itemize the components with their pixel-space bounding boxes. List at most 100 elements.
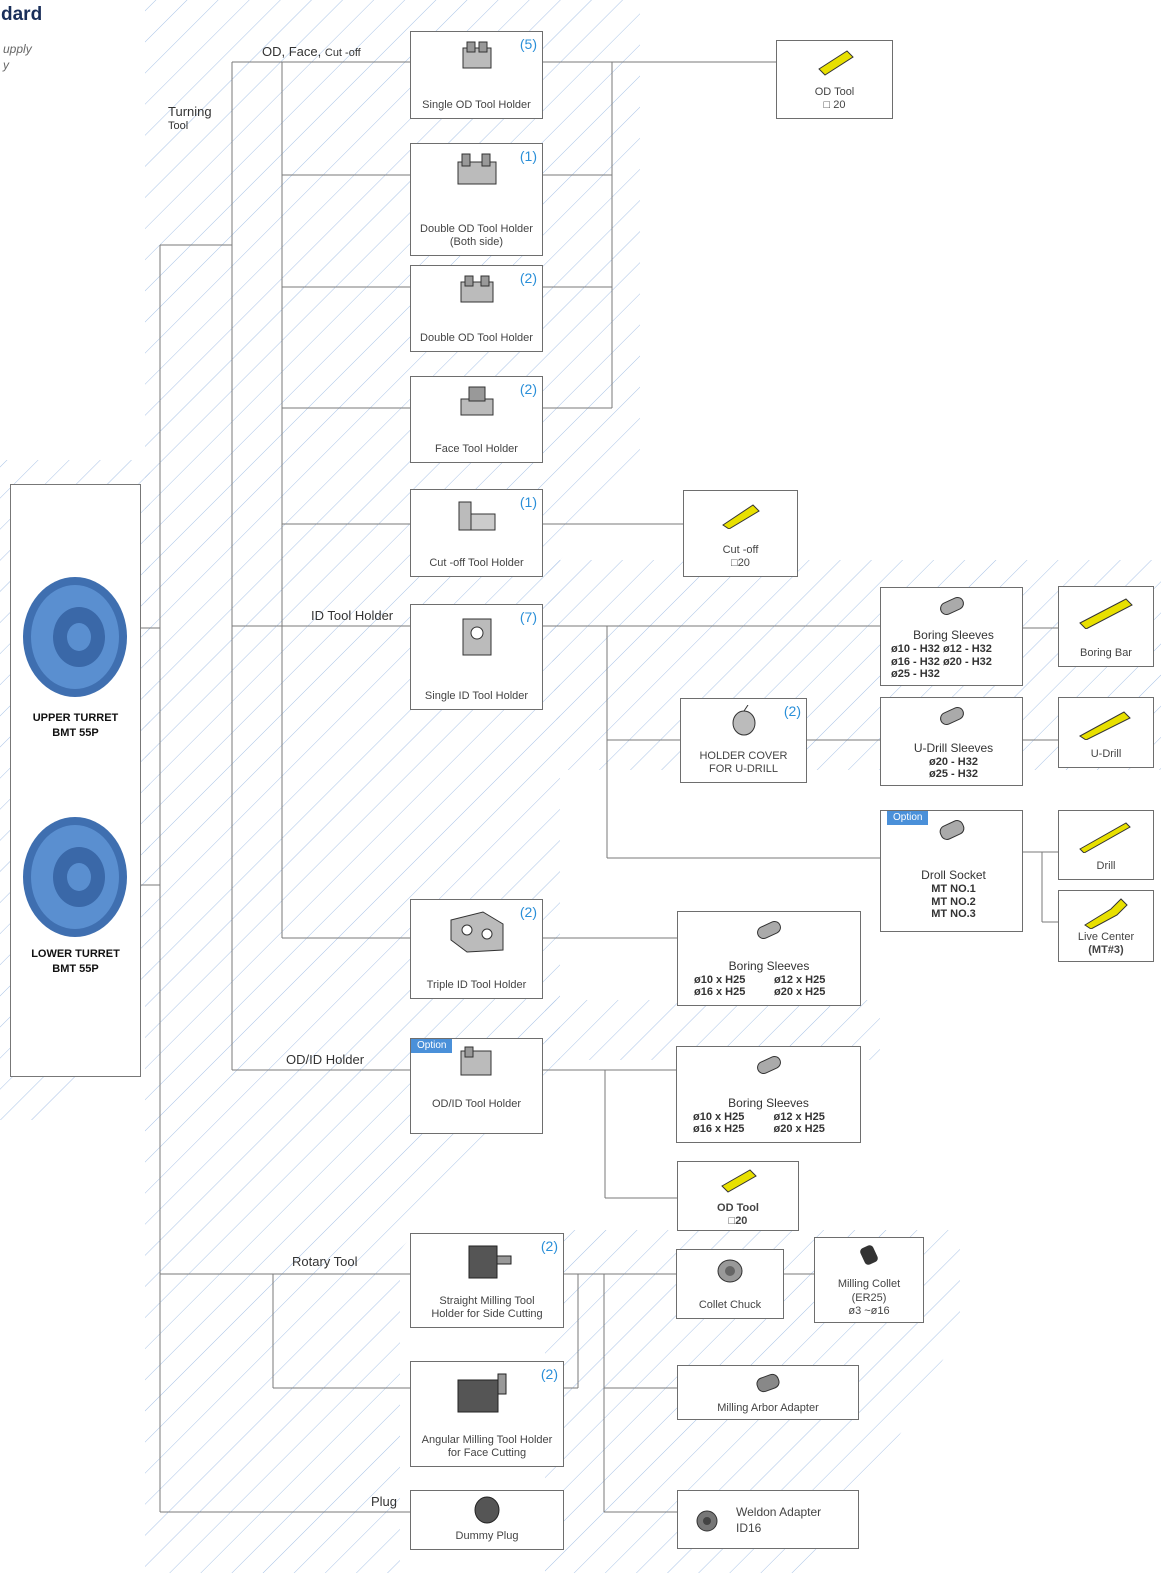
tool-size: □20 (728, 1214, 748, 1227)
sleeve-size: ø25 - H32 (929, 768, 978, 781)
dummy-plug[interactable]: Dummy Plug (410, 1490, 564, 1550)
tool-title: U-Drill Sleeves (913, 740, 994, 755)
live-center[interactable]: Live Center(MT#3) (1058, 890, 1154, 962)
tool-title: Boring Sleeves (913, 628, 994, 643)
tool-holder-icon (460, 386, 493, 416)
boring-sleeve-icon (757, 920, 781, 940)
od-tool-icon (817, 50, 854, 76)
udrill-sleeves[interactable]: U-Drill Sleeves ø20 - H32 ø25 - H32 (880, 697, 1023, 786)
sleeve-size: ø16 x H25 (694, 986, 746, 999)
single-id-holder[interactable]: (7) Single ID Tool Holder (410, 604, 543, 710)
tool-holder-icon (462, 41, 491, 69)
holder-label: Dummy Plug (455, 1529, 519, 1542)
tool-label: Weldon Adapter (736, 1505, 822, 1519)
tool-title: Boring Sleeves (728, 958, 810, 973)
page-title: dard (1, 4, 43, 25)
boring-sleeves-h32[interactable]: Boring Sleeves ø10 - H32 ø12 - H32 ø16 -… (880, 587, 1023, 686)
tool-sublabel: FOR U-DRILL (708, 762, 779, 775)
tool-size: □ 20 (823, 98, 846, 111)
holder-count: (2) (519, 381, 537, 397)
sleeve-size: ø10 x H25 (693, 1110, 745, 1123)
tool-label: Collet Chuck (698, 1298, 762, 1311)
tool-label: Cut -off (722, 543, 759, 556)
holder-count: (5) (519, 36, 537, 52)
sleeve-size: ø12 x H25 (774, 973, 826, 986)
od-tool-icon (721, 1169, 757, 1193)
face-tool-holder[interactable]: (2) Face Tool Holder (410, 376, 543, 463)
odid-tool-holder[interactable]: Option OD/ID Tool Holder (410, 1038, 543, 1134)
tool-holder-icon (462, 618, 491, 656)
sleeve-size: ø10 x H25 (694, 973, 746, 986)
boring-sleeves-h25-b[interactable]: Boring Sleeves ø10 x H25 ø12 x H25 ø16 x… (676, 1046, 861, 1143)
udrill-icon (1079, 711, 1131, 740)
branch-label-id: ID Tool Holder (311, 608, 394, 623)
sleeve-size: ø20 x H25 (773, 1123, 825, 1136)
collet-chuck[interactable]: Collet Chuck (676, 1249, 784, 1319)
holder-label: Double OD Tool Holder (420, 331, 533, 344)
tool-holder-icon (460, 275, 493, 303)
upper-turret-icon (23, 577, 127, 697)
holder-count: (2) (540, 1238, 558, 1254)
single-od-holder[interactable]: (5) Single OD Tool Holder (410, 31, 543, 119)
boring-bar-icon (1079, 598, 1133, 629)
connector-lines (141, 61, 1058, 1513)
milling-arbor-adapter[interactable]: Milling Arbor Adapter (677, 1365, 859, 1420)
holder-label: Angular Milling Tool Holder (421, 1433, 553, 1446)
udrill[interactable]: U-Drill (1058, 697, 1154, 768)
tool-label: Drill (1096, 859, 1116, 872)
holder-label: OD/ID Tool Holder (431, 1097, 522, 1110)
socket-size: MT NO.1 (931, 883, 976, 896)
tool-title: Droll Socket (921, 868, 986, 883)
dummy-plug-icon (474, 1496, 500, 1524)
holder-cover-icon (732, 705, 755, 736)
drill-icon (1079, 822, 1131, 853)
sleeve-size: ø16 - H32 ø20 - H32 (891, 655, 992, 668)
triple-id-holder[interactable]: (2) Triple ID Tool Holder (410, 899, 543, 999)
tool-holder-icon (460, 1046, 491, 1076)
turret-panel: UPPER TURRET BMT 55P LOWER TURRET BMT 55… (10, 484, 141, 1077)
boring-sleeves-h25-a[interactable]: Boring Sleeves ø10 x H25 ø12 x H25 ø16 x… (677, 911, 861, 1006)
milling-collet[interactable]: Milling Collet(ER25)ø3 ~ø16 (814, 1237, 924, 1323)
cutoff-tool-icon (721, 504, 760, 529)
milling-holder-icon (457, 1373, 507, 1413)
double-od-holder[interactable]: (2) Double OD Tool Holder (410, 265, 543, 352)
tool-label: OD Tool (717, 1201, 759, 1214)
double-od-both-holder[interactable]: (1) Double OD Tool Holder(Both side) (410, 143, 543, 256)
lower-turret-label: LOWER TURRET (31, 948, 120, 960)
weldon-adapter[interactable]: Weldon Adapter ID16 (677, 1490, 859, 1549)
milling-collet-icon (860, 1245, 878, 1265)
holder-count: (1) (519, 494, 537, 510)
holder-sublabel: for Face Cutting (447, 1446, 527, 1459)
holder-count: (2) (519, 904, 537, 920)
branch-label-turning: Turning Tool (168, 104, 212, 132)
od-tool-top[interactable]: OD Tool□ 20 (776, 40, 893, 119)
weldon-adapter-icon (696, 1510, 718, 1532)
holder-label: Single OD Tool Holder (422, 98, 531, 111)
boring-sleeve-icon (756, 1055, 781, 1075)
socket-size: MT NO.3 (931, 908, 976, 921)
holder-count: (2) (519, 270, 537, 286)
collet-chuck-icon (717, 1259, 743, 1283)
tool-label: HOLDER COVER (699, 749, 788, 762)
tool-sublabel: ID16 (736, 1520, 762, 1535)
sleeve-size: ø16 x H25 (693, 1123, 745, 1136)
holder-label: Cut -off Tool Holder (429, 556, 524, 569)
holder-sublabel: (Both side) (449, 235, 504, 248)
od-tool-bottom[interactable]: OD Tool□20 (677, 1161, 799, 1231)
cutoff-tool-holder[interactable]: (1) Cut -off Tool Holder (410, 489, 543, 577)
branch-label-odid: OD/ID Holder (286, 1052, 365, 1067)
cutoff-tool[interactable]: Cut -off□20 (683, 490, 798, 577)
drill[interactable]: Drill (1058, 810, 1154, 880)
sleeve-size: ø20 x H25 (774, 986, 826, 999)
boring-bar[interactable]: Boring Bar (1058, 586, 1154, 667)
tool-size: □20 (731, 556, 750, 569)
droll-socket[interactable]: Option Droll Socket MT NO.1 MT NO.2 MT N… (880, 810, 1023, 932)
holder-count: (1) (519, 148, 537, 164)
option-badge: Option (887, 811, 929, 825)
tool-sublabel: (MT#3) (1088, 943, 1124, 956)
option-badge: Option (411, 1039, 453, 1053)
